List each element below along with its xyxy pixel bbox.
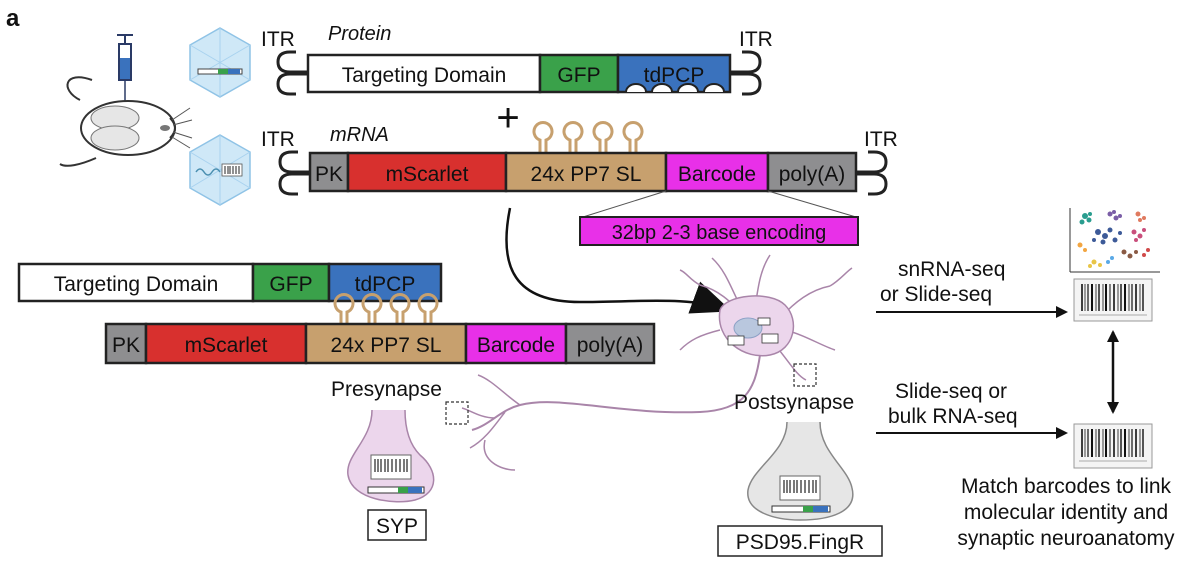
conclusion-line1: Match barcodes to link [961, 475, 1172, 498]
segment-targeting-domain-label: Targeting Domain [342, 64, 507, 87]
top-method-line2: or Slide-seq [880, 283, 992, 306]
presynapse-protein-bar [367, 486, 425, 494]
protein-mrna-complex: Targeting Domain GFP tdPCP PK mScarlet 2… [17, 262, 656, 365]
mrna-label: mRNA [330, 124, 389, 146]
aav-capsid-protein [189, 27, 251, 98]
barcode-encoding-label: 32bp 2-3 base encoding [612, 222, 827, 244]
complex-pp7-stem-loops [333, 293, 439, 324]
itr-hairpin-left-protein [276, 50, 308, 74]
pcp-binding-pockets [625, 83, 725, 93]
barcode-callout: 32bp 2-3 base encoding [579, 190, 859, 246]
syp-label-box [367, 509, 427, 541]
segment-polya [766, 151, 858, 193]
presynapse-label: Presynapse [331, 378, 442, 401]
segment-barcode-label: Barcode [678, 163, 756, 186]
mrna-construct: ITR mRNA PK mScarlet 24x PP7 SL Barcode … [261, 121, 898, 196]
itr-hairpin-right-mrna [856, 150, 888, 174]
segment-mscarlet [346, 151, 508, 193]
conclusion-line2: molecular identity and [964, 501, 1168, 524]
protein-label: Protein [328, 23, 391, 45]
presynapse-barcode-icon [370, 454, 412, 480]
protein-construct: ITR Protein Targeting Domain GFP tdPCP I… [261, 23, 773, 96]
complex-gfp [251, 262, 331, 303]
segment-mscarlet-label: mScarlet [386, 163, 469, 186]
itr-hairpin-right-protein [730, 50, 762, 74]
mouse-icon [59, 76, 176, 167]
itr-hairpin-left-mrna [278, 150, 310, 174]
itr-left-protein: ITR [261, 28, 295, 51]
umap-cluster-plot [1069, 208, 1160, 273]
complex-tdpcp-label: tdPCP [355, 273, 416, 296]
itr-left-mrna: ITR [261, 128, 295, 151]
itr-right-mrna: ITR [864, 128, 898, 151]
barcode-card-bottom [1073, 423, 1153, 469]
psd95-label-box [717, 525, 883, 557]
barcode-card-top [1073, 278, 1153, 322]
complex-barcode-label: Barcode [477, 334, 555, 357]
postsynapse-spine [747, 421, 854, 521]
postsynapse-barcode-icon [779, 475, 821, 501]
neuron-barcode-marks [727, 317, 779, 346]
presynapse-zoom-box [445, 401, 469, 425]
segment-tdpcp-label: tdPCP [644, 64, 705, 87]
segment-gfp-label: GFP [557, 64, 600, 87]
plus-sign: + [496, 96, 519, 140]
syp-label: SYP [376, 515, 418, 538]
postsynapse-protein-bar [771, 505, 831, 513]
complex-barcode [464, 322, 568, 365]
segment-polya-label: poly(A) [779, 163, 846, 186]
complex-polya [564, 322, 656, 365]
mouse-injection-illustration [59, 34, 193, 167]
segment-pk-label: PK [315, 163, 343, 186]
segment-pp7 [504, 151, 668, 193]
itr-right-protein: ITR [739, 28, 773, 51]
complex-pp7-label: 24x PP7 SL [331, 334, 442, 357]
panel-label: a [6, 5, 20, 32]
conclusion-line3: synaptic neuroanatomy [957, 527, 1175, 550]
syringe-icon [117, 34, 133, 104]
complex-pk [104, 322, 148, 365]
bottom-method-line2: bulk RNA-seq [888, 405, 1018, 428]
segment-barcode [664, 151, 770, 193]
bottom-method-line1: Slide-seq or [895, 380, 1007, 403]
complex-gfp-label: GFP [269, 273, 312, 296]
segment-pp7-label: 24x PP7 SL [531, 163, 642, 186]
segment-targeting-domain [306, 53, 542, 94]
whiskers-icon [171, 107, 193, 149]
postsynapse-zoom-box [793, 363, 817, 387]
pp7-stem-loops-top [532, 121, 644, 153]
segment-pk [308, 151, 350, 193]
complex-targeting-domain-label: Targeting Domain [54, 273, 219, 296]
complex-pp7 [304, 322, 468, 365]
complex-polya-label: poly(A) [577, 334, 644, 357]
nucleus-icon [733, 317, 763, 339]
curved-arrow-to-neuron [505, 207, 732, 314]
complex-mscarlet-label: mScarlet [185, 334, 268, 357]
top-method-line1: snRNA-seq [898, 258, 1005, 281]
psd95-label: PSD95.FingR [736, 531, 864, 554]
aav-capsid-mrna [189, 134, 251, 206]
complex-pk-label: PK [112, 334, 140, 357]
postsynapse-label: Postsynapse [734, 391, 854, 414]
complex-targeting-domain [17, 262, 255, 303]
